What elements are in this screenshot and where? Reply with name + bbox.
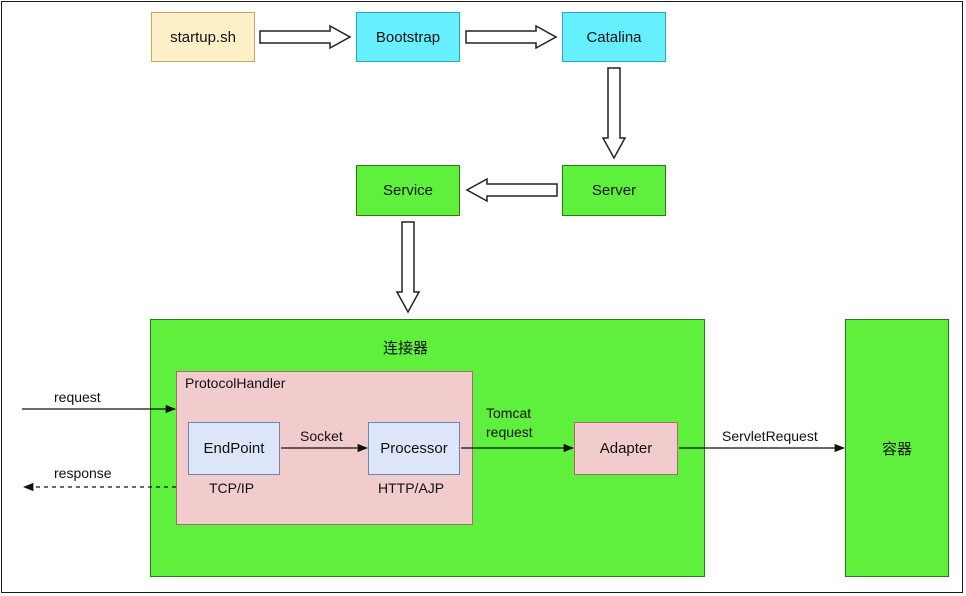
- catalina-node: Catalina: [562, 12, 666, 62]
- startup-node: startup.sh: [151, 12, 255, 62]
- service-label: Service: [382, 182, 434, 199]
- processor-node: Processor: [368, 422, 460, 475]
- request-label: request: [54, 389, 101, 405]
- tomcat-request-label-1: Tomcat: [486, 405, 532, 421]
- service-node: Service: [356, 165, 460, 216]
- endpoint-node: EndPoint: [188, 422, 280, 475]
- bootstrap-node: Bootstrap: [356, 12, 460, 62]
- arrow-bootstrap-catalina: [465, 24, 558, 50]
- startup-label: startup.sh: [170, 28, 236, 46]
- bootstrap-label: Bootstrap: [375, 28, 441, 46]
- adapter-node: Adapter: [574, 422, 678, 475]
- endpoint-label: EndPoint: [203, 440, 265, 457]
- arrow-service-connector: [395, 221, 421, 314]
- container-label: 容器: [881, 440, 912, 458]
- socket-label: Socket: [300, 428, 343, 444]
- server-node: Server: [562, 165, 666, 216]
- connector-title: 连接器: [383, 340, 429, 357]
- servlet-request-label: ServletRequest: [722, 428, 818, 444]
- arrow-catalina-server: [601, 67, 627, 160]
- arrow-server-service: [465, 177, 558, 203]
- catalina-label: Catalina: [586, 28, 642, 46]
- arrow-startup-bootstrap: [259, 24, 352, 50]
- protocol-handler-title: ProtocolHandler: [185, 375, 286, 391]
- response-label: response: [54, 465, 112, 481]
- container-node: 容器: [845, 319, 949, 577]
- server-label: Server: [591, 182, 637, 199]
- http-ajp-label: HTTP/AJP: [378, 480, 445, 496]
- adapter-label: Adapter: [599, 440, 653, 457]
- processor-label: Processor: [380, 440, 448, 457]
- tcp-ip-label: TCP/IP: [209, 480, 255, 496]
- tomcat-request-label-2: request: [486, 424, 533, 440]
